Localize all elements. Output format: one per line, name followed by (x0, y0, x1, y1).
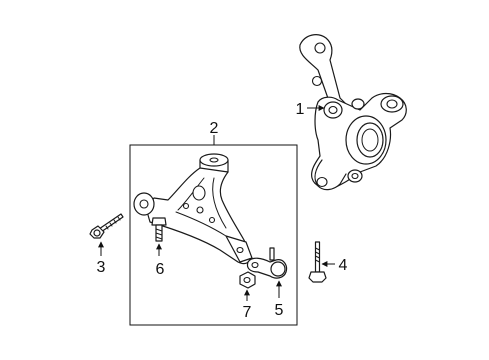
ball-joint-bolt (151, 217, 167, 242)
callout-6: 6 (156, 261, 165, 278)
callout-5: 5 (275, 302, 284, 319)
ball-joint-nut (239, 271, 256, 289)
callout-4: 4 (339, 257, 348, 274)
lower-control-arm (133, 153, 253, 265)
steering-knuckle (299, 34, 407, 191)
callout-2: 2 (210, 120, 219, 137)
front-bolt (89, 213, 124, 239)
callout-1: 1 (296, 101, 305, 118)
ball-joint (246, 247, 288, 279)
rear-bolt (308, 241, 327, 283)
callout-7: 7 (243, 304, 252, 321)
callout-3: 3 (97, 259, 106, 276)
